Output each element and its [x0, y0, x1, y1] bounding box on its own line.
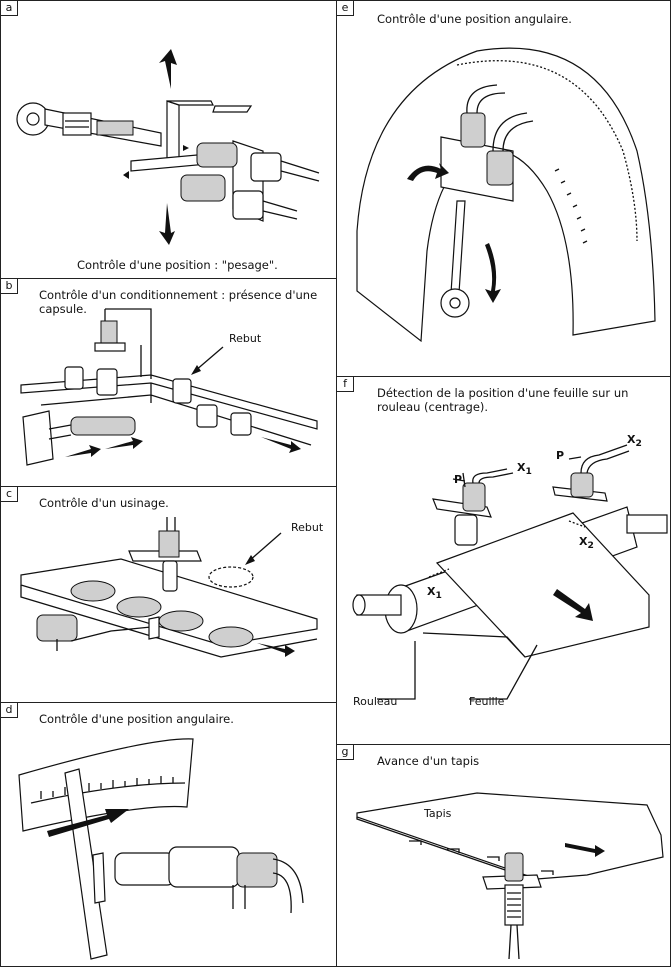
angular-position-illustration-e [356, 47, 656, 343]
label-x1-low-sub: 1 [435, 590, 442, 602]
panel-c: c Contrôle d'un usinage. Rebut [0, 486, 337, 703]
label-x1-top: X1 [517, 461, 532, 477]
label-x1-top-text: X [517, 461, 526, 474]
panel-g: g Avance d'un tapis Tapis [336, 744, 671, 967]
label-x2-top-sub: 2 [635, 438, 642, 450]
label-feuille: Feuille [469, 695, 505, 708]
label-p1: P [454, 473, 463, 486]
label-x2-low: X2 [579, 535, 594, 551]
label-x1-low: X1 [427, 585, 442, 601]
label-x2-top-text: X [627, 433, 636, 446]
panel-tag: a [1, 1, 18, 16]
panel-caption: Contrôle d'un usinage. [39, 496, 169, 510]
angular-position-illustration [18, 738, 304, 960]
panel-caption: Contrôle d'une position angulaire. [377, 12, 572, 26]
panel-e: e Contrôle d'une position angulaire. [336, 0, 671, 377]
panel-caption: Avance d'un tapis [377, 754, 480, 768]
packaging-illustration [20, 308, 318, 466]
panel-caption: Détection de la position d'une feuille s… [377, 386, 629, 414]
label-x1-low-text: X [427, 585, 436, 598]
panel-f: f Détection de la position d'une feuille… [336, 376, 671, 745]
belt-advance-illustration [356, 792, 664, 960]
label-x2-low-sub: 2 [587, 540, 594, 552]
panel-tag: e [337, 1, 354, 16]
label-p2: P [556, 449, 565, 462]
rebut-label: Rebut [291, 521, 324, 534]
panel-caption: Contrôle d'une position angulaire. [39, 712, 234, 726]
panel-tag: g [337, 745, 354, 760]
panel-d: d Contrôle d'une position angulaire. [0, 702, 337, 967]
panel-caption: Contrôle d'une position : "pesage". [77, 258, 278, 272]
panel-tag: f [337, 377, 354, 392]
panel-caption: Contrôle d'un conditionnement : présence… [39, 288, 318, 316]
weighing-illustration [16, 49, 320, 245]
rebut-label: Rebut [229, 332, 262, 345]
panel-a: a Contrôle d'une position : "pesage". [0, 0, 337, 279]
sheet-centering-illustration [352, 444, 668, 700]
machining-illustration [20, 517, 318, 658]
panel-b: b Contrôle d'un conditionnement : présen… [0, 278, 337, 487]
label-x2-top: X2 [627, 433, 642, 449]
label-rouleau: Rouleau [353, 695, 398, 708]
label-tapis: Tapis [424, 807, 452, 820]
label-x1-top-sub: 1 [525, 466, 532, 478]
label-x2-low-text: X [579, 535, 588, 548]
panel-tag: c [1, 487, 18, 502]
panel-tag: d [1, 703, 18, 718]
panel-tag: b [1, 279, 18, 294]
